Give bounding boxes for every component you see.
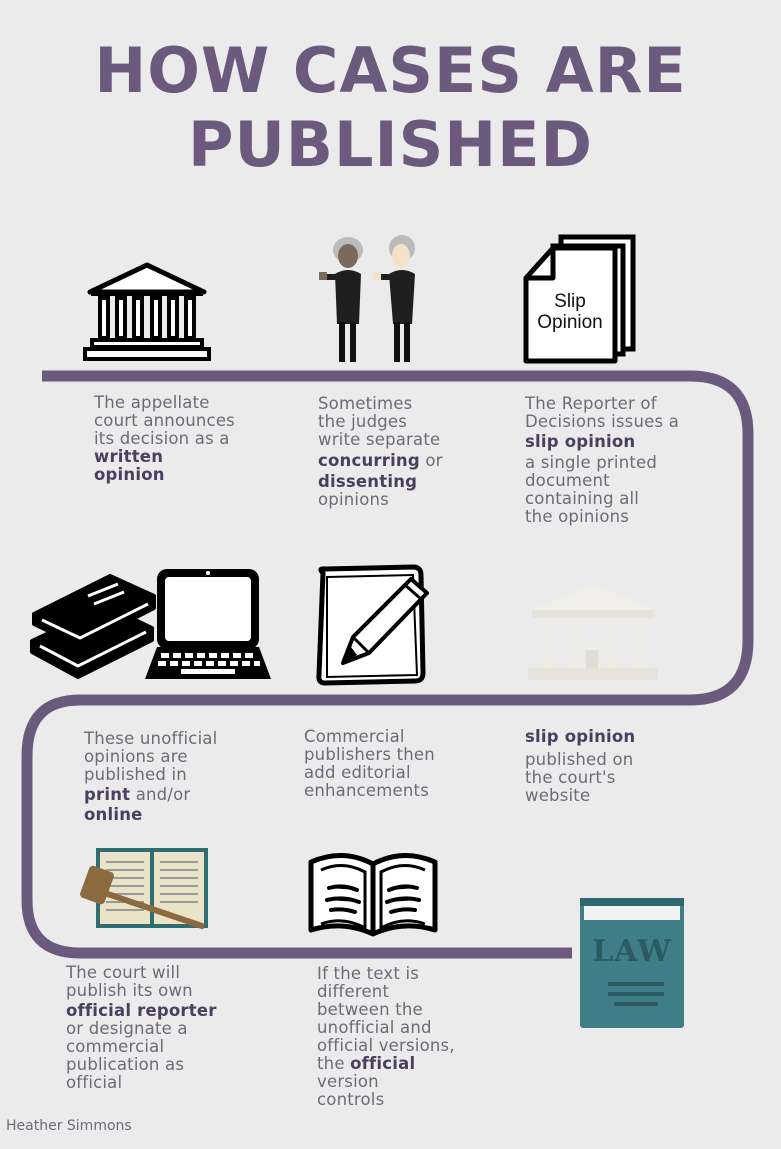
- slip-opinion-doc-icon: [523, 234, 636, 364]
- step-8-line-3: between the: [317, 1000, 423, 1019]
- step-5-line-2: publishers then: [304, 745, 435, 764]
- step-2-line-2: the judges: [318, 412, 408, 431]
- step-1-bold-2: opinion: [94, 465, 165, 484]
- step-6-and-or: and/or: [130, 785, 191, 804]
- step-3-line-1: The Reporter of: [525, 394, 657, 413]
- step-2-line-3: write separate: [318, 430, 441, 449]
- open-book-icon: [308, 852, 438, 937]
- step-4-text: slip opinion published on the court's we…: [525, 728, 635, 805]
- title-line-2: PUBLISHED: [188, 108, 593, 181]
- step-3-line-2: Decisions issues a: [525, 412, 680, 431]
- step-3-line-5: containing all: [525, 489, 640, 508]
- step-8-line-2: different: [317, 982, 390, 1001]
- step-5-text: Commercial publishers then add editorial…: [304, 728, 435, 800]
- step-8-line-5: official versions,: [317, 1036, 455, 1055]
- judges-icon: [319, 235, 415, 362]
- step-3-line-4: document: [525, 471, 610, 490]
- step-1-text: The appellate court announces its decisi…: [94, 394, 235, 484]
- slip-opinion-doc-line-2: Opinion: [537, 312, 603, 333]
- step-8-bold-1: official: [350, 1054, 416, 1073]
- step-8-line-7: controls: [317, 1090, 385, 1109]
- step-3-line-3: a single printed: [525, 453, 658, 472]
- step-7-line-1: The court will: [66, 963, 181, 982]
- step-5-line-4: enhancements: [304, 781, 430, 800]
- step-6-bold-1: print: [84, 785, 131, 804]
- step-7-text: The court will publish its own official …: [66, 964, 217, 1092]
- step-7-line-6: official: [66, 1073, 123, 1092]
- step-2-text: Sometimes the judges write separate conc…: [318, 395, 443, 509]
- laptop-icon: [145, 569, 271, 679]
- step-1-line-1: The appellate: [94, 393, 210, 412]
- step-3-bold-1: slip opinion: [525, 432, 636, 451]
- step-5-line-3: add editorial: [304, 763, 411, 782]
- edit-pencil-icon: [316, 564, 429, 686]
- gavel-book-icon: [80, 848, 208, 929]
- step-7-line-4: commercial: [66, 1037, 165, 1056]
- step-3-line-6: the opinions: [525, 507, 630, 526]
- step-8-text: If the text is different between the uno…: [317, 965, 455, 1109]
- step-6-line-2: opinions are: [84, 747, 188, 766]
- step-4-bold-1: slip opinion: [525, 727, 636, 746]
- courthouse-icon: [83, 262, 211, 361]
- author-credit: Heather Simmons: [6, 1118, 132, 1134]
- title-line-1: HOW CASES ARE: [94, 34, 687, 107]
- step-2-or: or: [419, 451, 443, 470]
- step-6-line-3: published in: [84, 765, 187, 784]
- step-1-bold-1: written: [94, 447, 164, 466]
- step-6-bold-2: online: [84, 805, 143, 824]
- step-4-line-1: published on: [525, 750, 634, 769]
- step-7-line-2: publish its own: [66, 981, 193, 1000]
- step-2-bold-2: dissenting: [318, 472, 418, 491]
- law-book-icon: [580, 898, 684, 1028]
- step-7-line-5: publication as: [66, 1055, 185, 1074]
- step-8-line-4: unofficial and: [317, 1018, 432, 1037]
- books-icon: [30, 574, 156, 679]
- step-4-line-2: the court's: [525, 768, 616, 787]
- law-book-label: LAW: [592, 934, 672, 969]
- step-8-line-1: If the text is: [317, 964, 420, 983]
- step-1-line-2: court announces: [94, 411, 235, 430]
- step-6-line-1: These unofficial: [84, 729, 218, 748]
- step-4-line-3: website: [525, 786, 591, 805]
- step-5-line-1: Commercial: [304, 727, 405, 746]
- step-7-line-3: or designate a: [66, 1019, 188, 1038]
- faded-courthouse-icon: [528, 584, 658, 680]
- step-8-line-6: version: [317, 1072, 379, 1091]
- step-3-text: The Reporter of Decisions issues a slip …: [525, 395, 679, 526]
- step-2-bold-1: concurring: [318, 451, 420, 470]
- step-7-bold-1: official reporter: [66, 1001, 217, 1020]
- step-2-line-4: opinions: [318, 490, 389, 509]
- step-2-line-1: Sometimes: [318, 394, 413, 413]
- step-1-line-3: its decision as a: [94, 429, 230, 448]
- step-8-the: the: [317, 1054, 351, 1073]
- slip-opinion-doc-line-1: Slip: [554, 291, 586, 312]
- step-6-text: These unofficial opinions are published …: [84, 730, 217, 824]
